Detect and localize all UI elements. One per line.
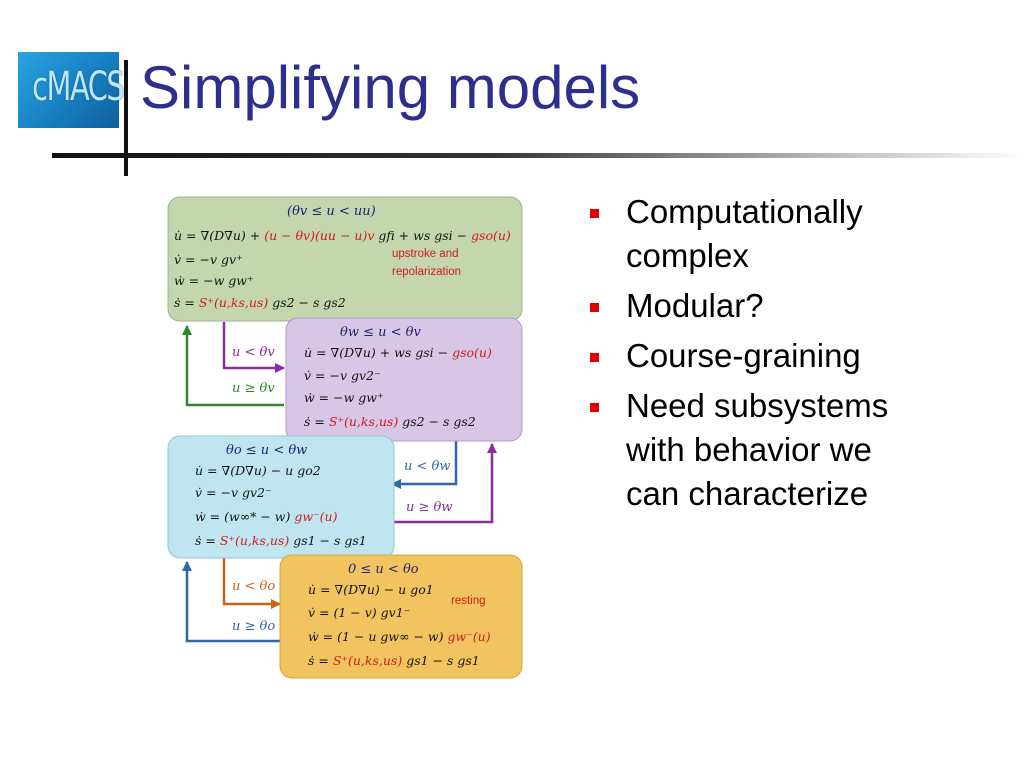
box1-note-line1: upstroke and xyxy=(392,248,459,260)
state-box-repolarization xyxy=(167,435,395,559)
bullet-text-line: can characterize xyxy=(626,475,869,512)
arrow-box2-to-box3 xyxy=(391,441,458,489)
box4-eq2: v̇ = (1 − v) gv1⁻ xyxy=(308,605,410,620)
arrow-box2-to-box1 xyxy=(182,325,284,407)
box3-eq4: ṡ = S⁺(u,ks,us) gs1 − s gs1 xyxy=(195,533,367,548)
bullet-square-icon xyxy=(590,403,599,412)
label-down1: u < θv xyxy=(232,345,275,360)
arrow-box4-to-box3 xyxy=(182,561,280,643)
box3-eq3: ẇ = (w∞* − w) gw⁻(u) xyxy=(195,509,338,524)
label-down2: u < θw xyxy=(404,459,450,474)
bullet-text-line: Modular? xyxy=(626,287,764,324)
box2-eq3: ẇ = −w gw⁺ xyxy=(304,390,384,405)
title-vertical-rule xyxy=(124,60,128,176)
box2-eq2: v̇ = −v gv2⁻ xyxy=(304,368,381,383)
bullet-item: Need subsystems with behavior we can cha… xyxy=(590,384,1010,516)
box4-condition: 0 ≤ u < θo xyxy=(348,562,419,577)
cmacs-logo: cMACS xyxy=(18,52,125,128)
bullet-item: Modular? xyxy=(590,284,1010,328)
box2-eq1: u̇ = ∇(D∇u) + ws gsi − gso(u) xyxy=(304,345,492,360)
box1-eq1: u̇ = ∇(D∇u) + (u − θv)(uu − u)v gfi + ws… xyxy=(174,228,511,243)
title-horizontal-rule xyxy=(52,153,1024,158)
bullet-text-line: Computationally xyxy=(626,193,863,230)
arrow-box3-to-box2 xyxy=(392,443,497,524)
state-box-plateau xyxy=(285,317,523,442)
bullet-text-line: Need subsystems xyxy=(626,387,889,424)
bullet-text-line: with behavior we xyxy=(626,431,872,468)
box3-eq2: v̇ = −v gv2⁻ xyxy=(195,485,272,500)
box1-eq2: v̇ = −v gv⁺ xyxy=(174,252,243,267)
box2-condition: θw ≤ u < θv xyxy=(340,325,421,340)
box4-eq1: u̇ = ∇(D∇u) − u go1 xyxy=(308,582,434,597)
box1-eq3: ẇ = −w gw⁺ xyxy=(174,273,254,288)
label-down3: u < θo xyxy=(232,579,275,594)
box1-condition: (θv ≤ u < uu) xyxy=(287,204,376,219)
box1-eq4: ṡ = S⁺(u,ks,us) gs2 − s gs2 xyxy=(174,295,346,310)
bullet-item: Computationally complex xyxy=(590,190,1010,278)
box4-eq3: ẇ = (1 − u gw∞ − w) gw⁻(u) xyxy=(308,629,491,644)
box1-note-line2: repolarization xyxy=(392,266,461,278)
label-up2: u ≥ θw xyxy=(406,500,452,515)
bullet-square-icon xyxy=(590,303,599,312)
box3-eq1: u̇ = ∇(D∇u) − u go2 xyxy=(195,463,321,478)
state-box-resting xyxy=(279,554,523,679)
box3-condition: θo ≤ u < θw xyxy=(226,443,307,458)
label-up3: u ≥ θo xyxy=(232,619,275,634)
bullet-list: Computationally complex Modular? Course-… xyxy=(590,190,1010,522)
bullet-item: Course-graining xyxy=(590,334,1010,378)
box2-eq4: ṡ = S⁺(u,ks,us) gs2 − s gs2 xyxy=(304,414,476,429)
bullet-text-line: Course-graining xyxy=(626,337,861,374)
bullet-text-line: complex xyxy=(626,237,749,274)
box4-eq4: ṡ = S⁺(u,ks,us) gs1 − s gs1 xyxy=(308,653,480,668)
box4-note: resting xyxy=(451,595,486,607)
slide-title: Simplifying models xyxy=(140,54,641,121)
arrow-box1-to-box2 xyxy=(222,322,285,373)
bullet-square-icon xyxy=(590,353,599,362)
arrow-box3-to-box4 xyxy=(222,558,281,609)
label-up1: u ≥ θv xyxy=(232,381,275,396)
bullet-square-icon xyxy=(590,209,599,218)
